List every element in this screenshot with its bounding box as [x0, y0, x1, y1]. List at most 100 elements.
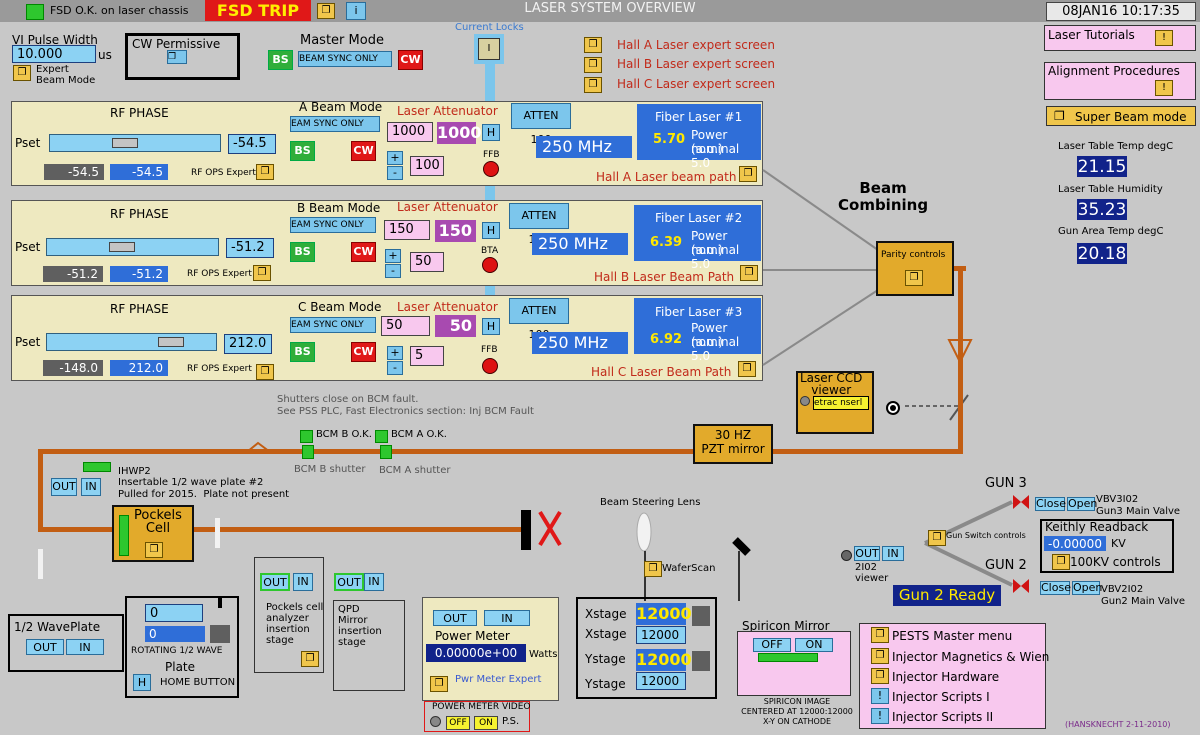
attenuator-home-a[interactable]: H	[482, 124, 500, 141]
hall-b-expert-button[interactable]: ❐	[584, 57, 602, 73]
attenuator-step-a[interactable]: 100	[410, 156, 444, 176]
home-button[interactable]: H	[133, 674, 151, 691]
gun2-close[interactable]: Close	[1040, 581, 1071, 595]
cw-button-b[interactable]: CW	[351, 242, 376, 262]
menu-hardware-label[interactable]: Injector Hardware	[892, 670, 1000, 684]
fsd-related-icon[interactable]: ❐	[317, 3, 335, 19]
fsd-trip-button[interactable]: FSD TRIP	[205, 0, 311, 21]
pockels-stage-out[interactable]: OUT	[260, 573, 290, 591]
attenuator-minus-b[interactable]: -	[385, 264, 401, 278]
power-meter-expert-label[interactable]: Pwr Meter Expert	[455, 674, 542, 685]
bcm-a-shutter-icon[interactable]	[380, 445, 392, 459]
attenuator-plus-c[interactable]: +	[387, 346, 403, 360]
qpd-in[interactable]: IN	[364, 573, 384, 591]
hall-c-beam-path-button[interactable]: ❐	[738, 361, 756, 377]
bcm-b-shutter-icon[interactable]	[302, 445, 314, 459]
beam-mode-select-c[interactable]: EAM SYNC ONLY	[290, 317, 376, 333]
menu-magnetics-icon[interactable]: ❐	[871, 648, 889, 664]
laser-tutorials-info-icon[interactable]: !	[1155, 30, 1173, 46]
power-meter-on[interactable]: ON	[474, 716, 498, 730]
hall-c-beam-path-label[interactable]: Hall C Laser Beam Path	[591, 365, 732, 379]
hall-c-expert-button[interactable]: ❐	[584, 77, 602, 93]
beam-mode-select-b[interactable]: EAM SYNC ONLY	[290, 217, 376, 233]
cw-button-c[interactable]: CW	[351, 342, 376, 362]
halfwave-out-button[interactable]: OUT	[26, 639, 64, 655]
pset-slider-a[interactable]	[49, 134, 221, 152]
xstage-read[interactable]: 12000	[636, 626, 686, 644]
ccd-field[interactable]: etrac nserl	[813, 396, 869, 410]
menu-pests-label[interactable]: PESTS Master menu	[892, 629, 1013, 643]
cw-permissive-icon[interactable]: ❐	[167, 50, 187, 64]
gun2-open[interactable]: Open	[1072, 581, 1103, 595]
attenuator-minus-c[interactable]: -	[387, 361, 403, 375]
attenuator-step-c[interactable]: 5	[410, 346, 444, 366]
rf-ops-expert-button-a[interactable]: ❐	[256, 164, 274, 180]
attenuator-minus-a[interactable]: -	[387, 166, 403, 180]
alignment-info-icon[interactable]: !	[1155, 80, 1173, 96]
ihwp-out-button[interactable]: OUT	[51, 478, 77, 496]
qpd-out[interactable]: OUT	[334, 573, 364, 591]
beam-mode-select-a[interactable]: EAM SYNC ONLY	[290, 116, 380, 132]
halfwave-in-button[interactable]: IN	[66, 639, 104, 655]
gun3-close[interactable]: Close	[1035, 497, 1066, 511]
attenuator-set-b[interactable]: 150	[384, 220, 430, 240]
current-locks-button[interactable]: I	[478, 38, 500, 60]
bs-button-a[interactable]: BS	[290, 141, 315, 161]
menu-magnetics-label[interactable]: Injector Magnetics & Wien	[892, 650, 1050, 664]
hall-a-beam-path-label[interactable]: Hall A Laser beam path	[596, 170, 737, 184]
hall-c-expert-label[interactable]: Hall C Laser expert screen	[617, 77, 776, 91]
menu-pests-icon[interactable]: ❐	[871, 627, 889, 643]
hall-b-expert-label[interactable]: Hall B Laser expert screen	[617, 57, 775, 71]
pset-slider-c[interactable]	[46, 333, 217, 351]
menu-scripts2-label[interactable]: Injector Scripts II	[892, 710, 994, 724]
ihwp-in-button[interactable]: IN	[81, 478, 101, 496]
pset-value-b[interactable]: -51.2	[226, 238, 274, 258]
expert-beam-mode-button[interactable]: ❐	[13, 65, 31, 81]
pset-slider-b[interactable]	[46, 238, 219, 256]
hall-a-expert-label[interactable]: Hall A Laser expert screen	[617, 38, 775, 52]
rotating-set[interactable]: 0	[145, 604, 203, 622]
bs-button-b[interactable]: BS	[290, 242, 315, 262]
attenuator-plus-a[interactable]: +	[387, 151, 403, 165]
viewer-in[interactable]: IN	[882, 546, 904, 561]
kv-controls-button[interactable]: ❐	[1052, 554, 1070, 570]
hall-a-beam-path-button[interactable]: ❐	[739, 166, 757, 182]
menu-scripts1-icon[interactable]: !	[871, 688, 889, 704]
attenuator-set-c[interactable]: 50	[381, 316, 430, 336]
menu-scripts2-icon[interactable]: !	[871, 708, 889, 724]
attenuator-plus-b[interactable]: +	[385, 249, 401, 263]
menu-hardware-icon[interactable]: ❐	[871, 668, 889, 684]
spiricon-on[interactable]: ON	[795, 638, 833, 652]
power-meter-expert-button[interactable]: ❐	[430, 676, 448, 692]
slider-knob[interactable]	[109, 242, 135, 252]
wafer-scan-button[interactable]: ❐	[644, 561, 662, 577]
menu-scripts1-label[interactable]: Injector Scripts I	[892, 690, 990, 704]
spiricon-off[interactable]: OFF	[753, 638, 791, 652]
master-bs-button[interactable]: BS	[268, 50, 293, 70]
power-meter-off[interactable]: OFF	[446, 716, 470, 730]
power-meter-out[interactable]: OUT	[433, 610, 477, 626]
slider-knob[interactable]	[158, 337, 184, 347]
gun3-open[interactable]: Open	[1067, 497, 1098, 511]
pockels-stage-in[interactable]: IN	[293, 573, 313, 591]
bs-button-c[interactable]: BS	[290, 342, 315, 362]
attenuator-set-a[interactable]: 1000	[387, 122, 433, 142]
cw-button-a[interactable]: CW	[351, 141, 376, 161]
rf-ops-expert-button-c[interactable]: ❐	[256, 364, 274, 380]
master-cw-button[interactable]: CW	[398, 50, 423, 70]
pockels-stage-button[interactable]: ❐	[301, 651, 319, 667]
hall-a-expert-button[interactable]: ❐	[584, 37, 602, 53]
gun-switch-button[interactable]: ❐	[928, 530, 946, 546]
attenuator-step-b[interactable]: 50	[410, 252, 444, 272]
attenuator-home-c[interactable]: H	[482, 318, 500, 335]
parity-controls-button[interactable]: ❐	[905, 270, 923, 286]
viewer-out[interactable]: OUT	[854, 546, 880, 561]
super-beam-button[interactable]: ❐ Super Beam mode	[1046, 106, 1196, 126]
attenuator-home-b[interactable]: H	[482, 222, 500, 239]
hall-b-beam-path-button[interactable]: ❐	[740, 265, 758, 281]
info-icon[interactable]: i	[346, 2, 366, 20]
pockels-cell-button[interactable]: ❐	[145, 542, 163, 558]
ystage-read[interactable]: 12000	[636, 672, 686, 690]
power-meter-in[interactable]: IN	[484, 610, 530, 626]
rf-ops-expert-button-b[interactable]: ❐	[253, 265, 271, 281]
